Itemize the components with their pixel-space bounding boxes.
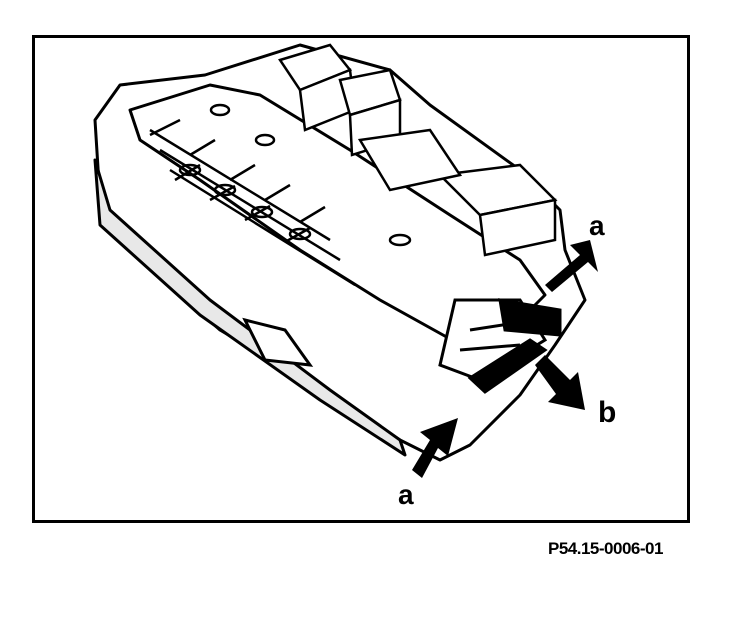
cover-clip [438, 298, 562, 394]
fuse-slots [149, 103, 412, 287]
arrow-a-top [545, 240, 598, 292]
callout-b: b [598, 396, 617, 429]
callout-a-top: a [589, 210, 605, 241]
figure-code: P54.15-0006-01 [548, 539, 663, 558]
relay-blocks [278, 43, 558, 257]
callout-a-bottom: a [398, 479, 414, 510]
arrow-b [535, 355, 585, 410]
mounting-tab [242, 317, 314, 367]
arrows [412, 240, 598, 478]
arrow-a-bottom [412, 418, 458, 478]
